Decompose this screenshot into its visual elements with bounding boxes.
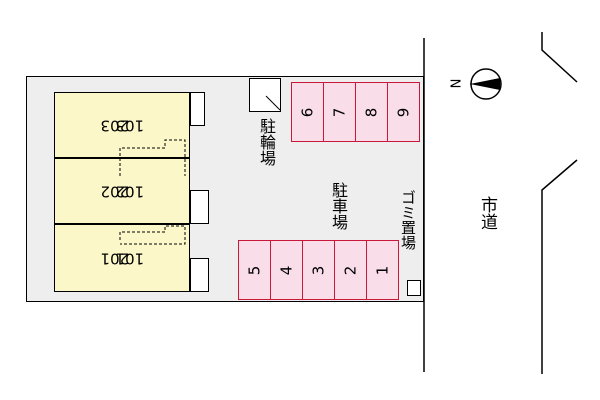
building-unit-203-103 [54,92,190,158]
parking-space-1: 1 [366,240,399,300]
parking-space-7: 7 [323,82,356,142]
parking-space-8: 8 [355,82,388,142]
entrance-step-2 [190,190,209,224]
car-parking-label: 駐車場 [329,182,348,230]
garbage-area-label: ゴミ置場 [399,190,417,250]
building-unit-202-102 [54,158,190,224]
north-label: N [449,78,465,89]
entrance-step-3 [190,258,209,292]
garbage-area-box [407,280,421,296]
parking-space-9: 9 [387,82,420,142]
entrance-step-1 [190,92,205,126]
road-label: 市道 [477,196,497,230]
building-unit-201-101 [54,224,190,292]
parking-space-4: 4 [270,240,303,300]
bicycle-parking-label: 駐輪場 [257,118,276,166]
